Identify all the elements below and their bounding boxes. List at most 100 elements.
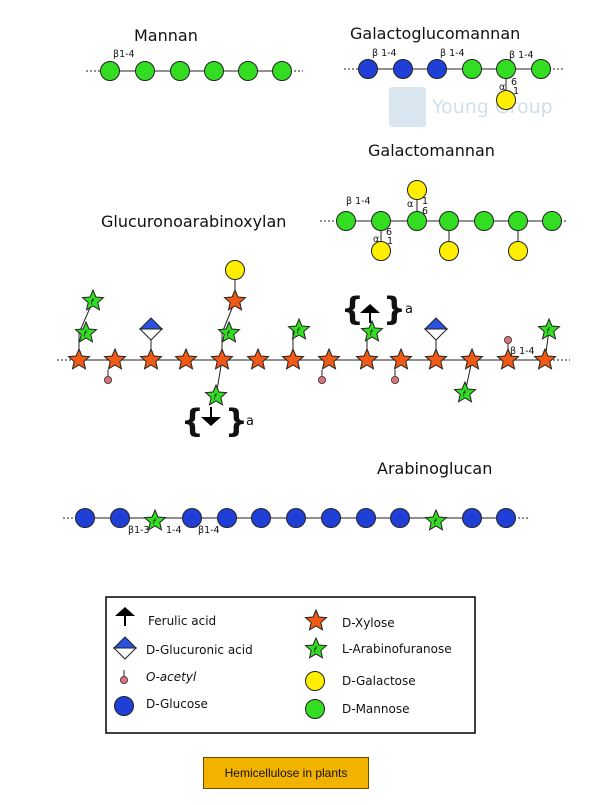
legend-label-glucose: D-Glucose [146,697,208,711]
glycosidic-bonds [57,68,570,519]
arabinofuranose: f [537,317,561,340]
glucuronic-acid [423,317,449,341]
mannan-link-label: β1-4 [113,49,135,60]
watermark: Young Group [389,87,553,127]
mannose [204,61,224,81]
glucose [110,508,130,528]
ggm-link-label-3: β 1-4 [509,50,534,61]
legend-acetyl-icon [120,670,129,685]
xylose [103,347,127,370]
galactose [371,241,391,261]
legend-label-glucuronic: D-Glucuronic acid [146,643,253,657]
svg-text:{: { [341,290,364,328]
xylose [210,347,234,370]
glucose [286,508,306,528]
xylose [139,347,163,370]
mannose [531,59,551,79]
svg-text:f: f [84,330,88,339]
gm-alpha-top-label: α [407,199,413,210]
gm-alpha-bottom-label: α [373,234,379,245]
mannose [238,61,258,81]
xylose [460,347,484,370]
ferulic-acid [201,407,221,426]
repeat-bracket-lower: { } a [181,402,254,440]
legend-glucose-icon [114,696,134,716]
legend-xylose-icon [304,608,328,631]
glucose [356,508,376,528]
legend-mannose-icon [305,699,325,719]
glucose [182,508,202,528]
gax-link-label: β 1-4 [510,346,535,357]
galactose [225,260,245,280]
o-acetyl [390,370,399,384]
galactose [407,180,427,200]
o-acetyl [317,370,326,384]
arabinofuranose: f [74,320,98,343]
repeat-label-upper: a [405,302,413,317]
mannose [508,211,528,231]
gm-pos6-bottom-label: 6 [386,227,392,238]
mannose [135,61,155,81]
svg-text:f: f [547,327,551,336]
legend-label-galactose: D-Galactose [342,674,416,688]
galactoglucomannan-title: Galactoglucomannan [350,24,520,43]
watermark-text: Young Group [431,96,553,118]
galactose [496,90,516,110]
xylose [174,347,198,370]
mannose [542,211,562,231]
xylose [246,347,270,370]
svg-text:f: f [214,393,218,402]
arabinofuranose: f [81,288,105,311]
legend-arabinose-icon: f [304,636,328,659]
legend-label-mannose: D-Mannose [342,702,409,716]
arabinofuranose: f [453,380,477,403]
arabinofuranose: f [217,320,241,343]
ag-link-label-2: 1-4 [166,525,182,536]
svg-text:}: } [225,402,248,440]
repeat-bracket-upper: { } a [341,290,413,328]
ggm-alpha-label: α [499,82,505,93]
svg-text:f: f [227,330,231,339]
xylose [223,288,247,311]
gm-pos1-top-label: 1 [422,196,428,207]
arabinoglucan-title: Arabinoglucan [377,459,492,478]
svg-text:f: f [297,327,301,336]
legend-glucuronic-icon [112,636,138,660]
glucose [393,59,413,79]
mannose [272,61,292,81]
galactomannan-title: Galactomannan [368,141,495,160]
legend-symbols: f [112,607,328,719]
legend-label-arabinose: L-Arabinofuranose [342,642,452,656]
legend-label-acetyl: O-acetyl [146,670,197,684]
glucose [321,508,341,528]
svg-text:f: f [314,646,318,655]
arabinofuranose: f [204,383,228,406]
svg-text:f: f [463,390,467,399]
legend-ferulic-icon [115,607,135,626]
xylose [496,347,520,370]
gm-pos6-top-label: 6 [422,206,428,217]
glucose [390,508,410,528]
glucose [427,59,447,79]
legend-box [105,596,476,734]
xylose [67,347,91,370]
gm-link-label: β 1-4 [346,196,371,207]
gm-pos1-bottom-label: 1 [387,236,393,247]
ggm-pos6-label: 6 [511,77,517,88]
ag-link-label-3: β1-4 [198,525,220,536]
glucose [496,508,516,528]
mannose [407,211,427,231]
xylose [281,347,305,370]
mannose [439,211,459,231]
arabinofuranose: f [424,508,448,531]
ggm-link-label-1: β 1-4 [372,48,397,59]
svg-text:f: f [153,518,157,527]
repeat-label-lower: a [246,414,254,429]
o-acetyl [104,370,113,384]
glucose [462,508,482,528]
glucose [251,508,271,528]
mannan-title: Mannan [134,26,198,45]
xylose [424,347,448,370]
arabinofuranose: f [360,319,384,342]
svg-text:f: f [434,518,438,527]
